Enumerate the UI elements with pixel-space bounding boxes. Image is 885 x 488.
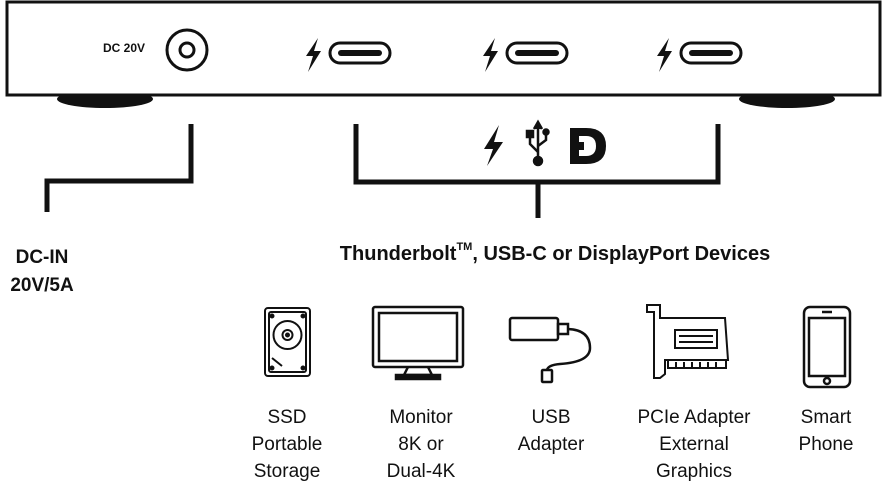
usb-icon (525, 119, 550, 167)
device-label-monitor: Monitor 8K or Dual-4K (356, 404, 486, 485)
thunderbolt-port-2 (483, 38, 569, 72)
headline-tm: TM (456, 241, 473, 254)
smartphone-icon (802, 305, 852, 389)
device-label-line: 8K or (398, 434, 444, 455)
device-label-line: Monitor (389, 407, 453, 428)
thunderbolt-icon (484, 125, 503, 166)
thunderbolt-port-3 (657, 38, 743, 72)
device-label-smartphone: Smart Phone (761, 404, 885, 458)
dc-in-line1: DC-IN (15, 247, 69, 268)
dc-in-line (44, 124, 194, 212)
dc-20v-label: DC 20V (103, 41, 146, 55)
displayport-icon (570, 128, 606, 164)
device-label-line: Portable (251, 434, 323, 455)
device-label-line: Storage (253, 461, 321, 482)
pcie-card-icon (646, 304, 730, 379)
monitor-icon (371, 305, 465, 381)
ssd-icon (264, 307, 311, 377)
dc-in-line2: 20V/5A (10, 275, 74, 296)
device-label-line: USB (531, 407, 571, 428)
device-label-line: Smart (800, 407, 852, 428)
dock-body (5, 0, 882, 97)
device-label-line: PCIe Adapter (637, 407, 751, 428)
headline-prefix: Thunderbolt (339, 243, 457, 265)
thunderbolt-port-1 (306, 38, 392, 72)
devices-headline: ThunderboltTM, USB-C or DisplayPort Devi… (300, 241, 810, 266)
device-label-ssd: SSD Portable Storage (222, 404, 352, 485)
device-label-pcie: PCIe Adapter External Graphics (629, 404, 759, 485)
device-label-line: Dual-4K (386, 461, 456, 482)
device-label-line: Phone (798, 434, 854, 455)
dc-in-label: DC-IN 20V/5A (2, 244, 82, 300)
dc-jack-icon (165, 28, 209, 72)
device-label-line: Graphics (655, 461, 733, 482)
device-label-line: SSD (267, 407, 307, 428)
device-label-usb-adapter: USB Adapter (486, 404, 616, 458)
usb-adapter-icon (508, 316, 592, 384)
device-label-line: External (659, 434, 729, 455)
headline-suffix: , USB-C or DisplayPort Devices (472, 243, 771, 265)
device-label-line: Adapter (517, 434, 585, 455)
